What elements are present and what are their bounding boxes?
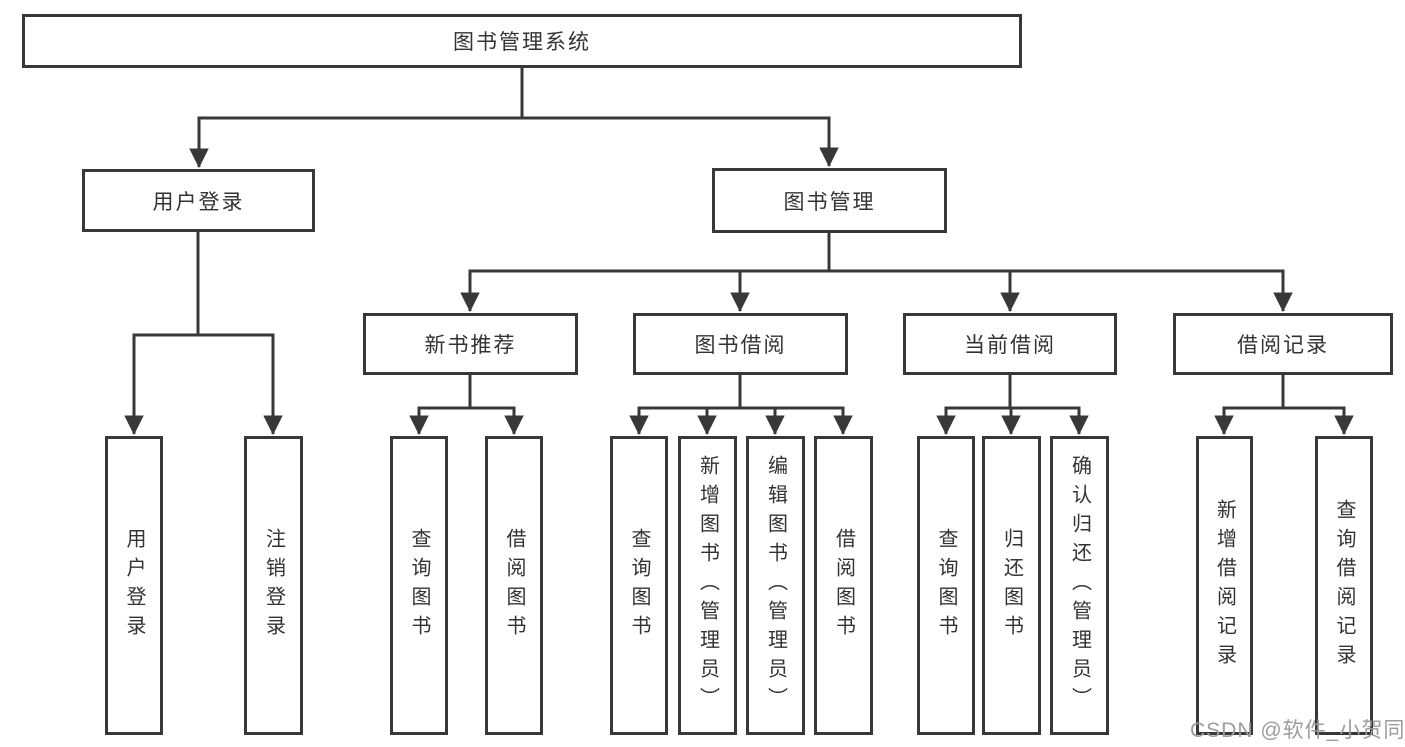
leaf-borrow-books-recommend: 借阅图书	[485, 436, 543, 735]
leaf-label: 确认归还（管理员）	[1068, 455, 1091, 716]
node-book-borrowing: 图书借阅	[633, 313, 848, 375]
leaf-borrow-books: 借阅图书	[814, 436, 873, 735]
leaf-label: 查询图书	[935, 527, 957, 644]
leaf-query-books-recommend: 查询图书	[390, 436, 448, 735]
node-borrowing-records: 借阅记录	[1173, 313, 1393, 375]
leaf-label: 借阅图书	[832, 527, 855, 644]
leaf-label: 查询图书	[408, 527, 430, 644]
node-user-login: 用户登录	[82, 169, 315, 232]
leaf-confirm-return-admin: 确认归还（管理员）	[1050, 436, 1109, 735]
node-new-book-recommend: 新书推荐	[363, 313, 578, 375]
leaf-query-books-current: 查询图书	[917, 436, 975, 735]
leaf-return-books: 归还图书	[982, 436, 1041, 735]
leaf-label: 归还图书	[1000, 527, 1023, 644]
leaf-label: 借阅图书	[503, 527, 525, 644]
leaf-label: 注销登录	[262, 527, 285, 644]
leaf-edit-books-admin: 编辑图书（管理员）	[746, 436, 805, 735]
leaf-label: 用户登录	[123, 527, 145, 644]
leaf-label: 编辑图书（管理员）	[764, 455, 787, 716]
node-book-management: 图书管理	[712, 168, 947, 233]
node-current-borrowing: 当前借阅	[903, 313, 1117, 375]
leaf-query-borrow-record: 查询借阅记录	[1315, 436, 1373, 735]
leaf-logout: 注销登录	[244, 436, 303, 735]
csdn-watermark: CSDN @软件_小贺同学	[1190, 719, 1405, 742]
leaf-add-books-admin: 新增图书（管理员）	[678, 436, 737, 735]
leaf-label: 新增图书（管理员）	[696, 455, 719, 716]
leaf-query-books-borrow: 查询图书	[610, 436, 668, 735]
leaf-label: 新增借阅记录	[1213, 498, 1236, 673]
root-node-library-system: 图书管理系统	[22, 14, 1022, 68]
leaf-add-borrow-record: 新增借阅记录	[1196, 436, 1253, 735]
leaf-label: 查询借阅记录	[1333, 498, 1355, 673]
leaf-user-login: 用户登录	[105, 436, 163, 735]
leaf-label: 查询图书	[628, 527, 650, 644]
